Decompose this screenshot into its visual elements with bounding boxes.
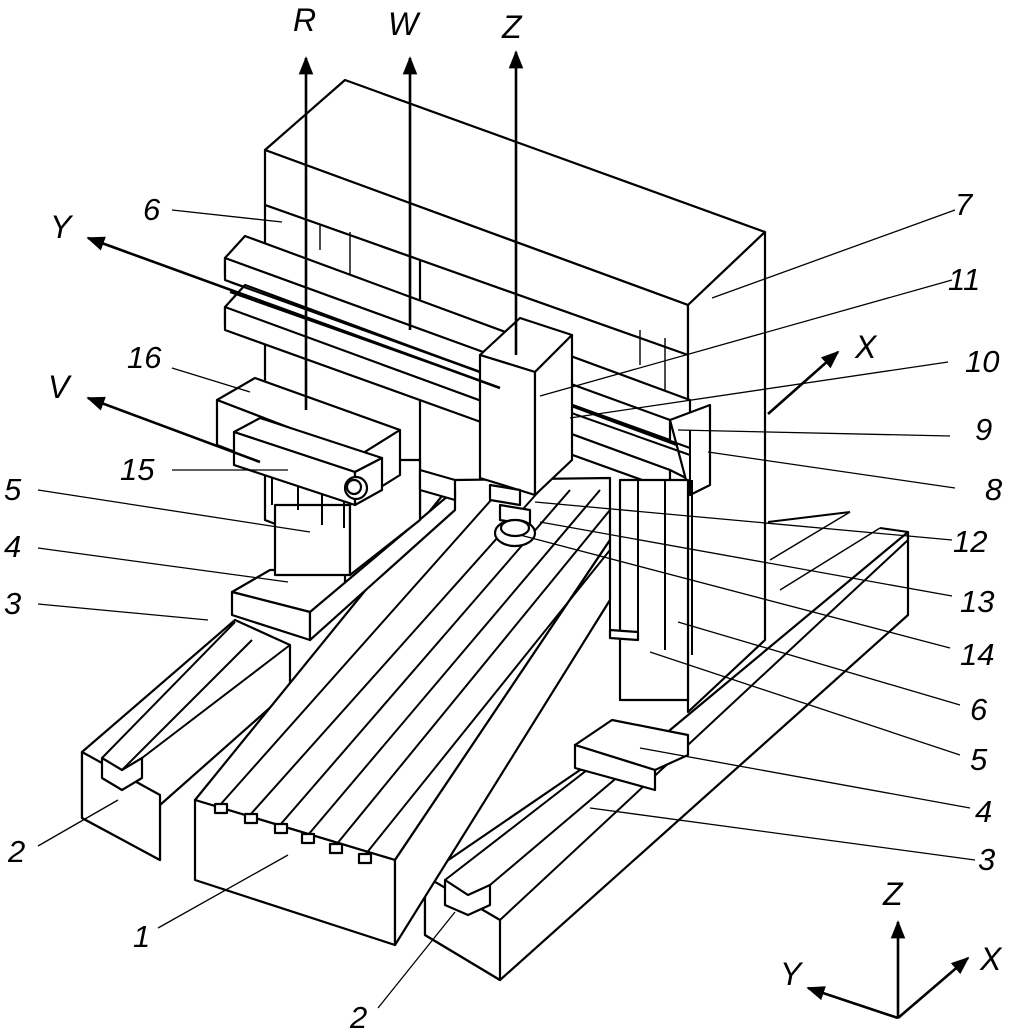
callout-4-right: 4 (975, 794, 992, 829)
callout-4-left: 4 (4, 529, 21, 564)
callout-7: 7 (955, 187, 974, 222)
axis-label-r: R (293, 2, 316, 38)
callout-11: 11 (948, 262, 980, 297)
left-rail-bed (80, 618, 292, 862)
callout-16: 16 (127, 340, 162, 375)
spindle-head (478, 316, 574, 548)
callout-9: 9 (975, 412, 992, 447)
callout-14: 14 (960, 637, 994, 672)
callout-13: 13 (960, 584, 994, 619)
callout-15: 15 (120, 452, 155, 487)
right-column (608, 330, 693, 702)
callout-2-left: 2 (7, 834, 25, 869)
left-saddle (230, 488, 457, 642)
worktable (193, 476, 612, 947)
triad-label-z: Z (882, 876, 904, 912)
callout-2-right: 2 (349, 1000, 367, 1034)
v-axis-arrow (86, 396, 261, 464)
y-axis-arrow (86, 236, 501, 390)
triad-label-y: Y (780, 956, 804, 992)
callout-3-right: 3 (978, 842, 995, 877)
callout-10: 10 (965, 344, 999, 379)
callout-8: 8 (985, 472, 1003, 507)
callout-3-left: 3 (4, 586, 21, 621)
coordinate-triad: Z X Y (780, 876, 1003, 1020)
axis-label-w: W (388, 6, 421, 42)
callout-6-right: 6 (970, 692, 988, 727)
callout-12: 12 (953, 524, 987, 559)
callout-5-left: 5 (4, 472, 22, 507)
t-slots (213, 802, 373, 865)
triad-label-x: X (979, 941, 1003, 977)
callout-5-right: 5 (970, 742, 988, 777)
axis-label-x: X (854, 329, 878, 365)
axis-label-y: Y (50, 209, 74, 245)
left-head-carriage (215, 376, 402, 507)
axis-label-z: Z (501, 9, 523, 45)
callout-6-top: 6 (143, 192, 161, 227)
left-column (271, 400, 457, 577)
right-saddle (573, 718, 690, 792)
axis-label-v: V (48, 369, 72, 405)
leader-lines (37, 209, 976, 1009)
callout-1: 1 (133, 919, 150, 954)
